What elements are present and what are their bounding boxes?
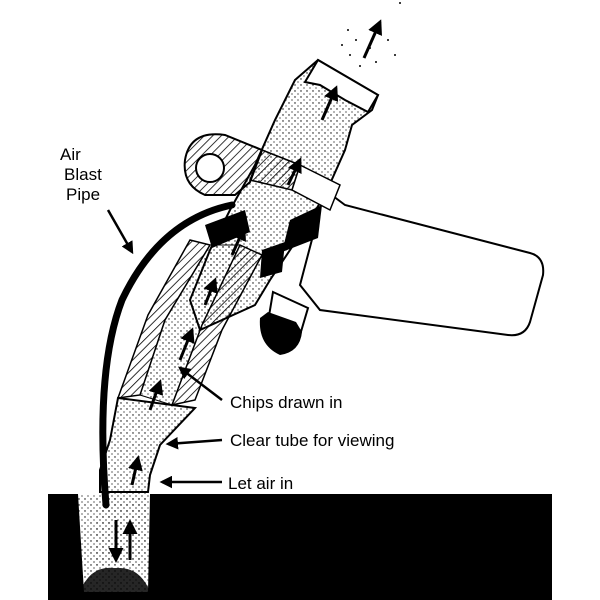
clear-tube: [99, 396, 198, 493]
label-let-air-in: Let air in: [228, 474, 294, 493]
flow-arrows: [128, 19, 382, 486]
metal-block: [48, 494, 552, 600]
suction-tube: [92, 492, 148, 565]
metal-chips-pile: [80, 567, 150, 592]
label-air-blast-pipe: Air Blast Pipe: [60, 145, 102, 205]
label-metal-chips: Metal chips: [225, 579, 311, 598]
hanger-ring: [183, 133, 264, 196]
spray-dots: [341, 2, 401, 67]
air-blast-pipe: [99, 201, 236, 509]
label-pointers: [106, 209, 223, 593]
label-air-blast-line1: Air: [60, 145, 81, 164]
label-clear-tube: Clear tube for viewing: [230, 431, 395, 450]
label-air-blast-line2: Blast: [64, 165, 102, 184]
gun-handle: [298, 188, 545, 337]
label-chips-drawn-in: Chips drawn in: [230, 393, 343, 412]
label-air-blast-line3: Pipe: [66, 185, 101, 204]
nozzle: [303, 58, 380, 114]
valve-knob: [259, 290, 310, 355]
hole-arrows: [108, 519, 138, 563]
